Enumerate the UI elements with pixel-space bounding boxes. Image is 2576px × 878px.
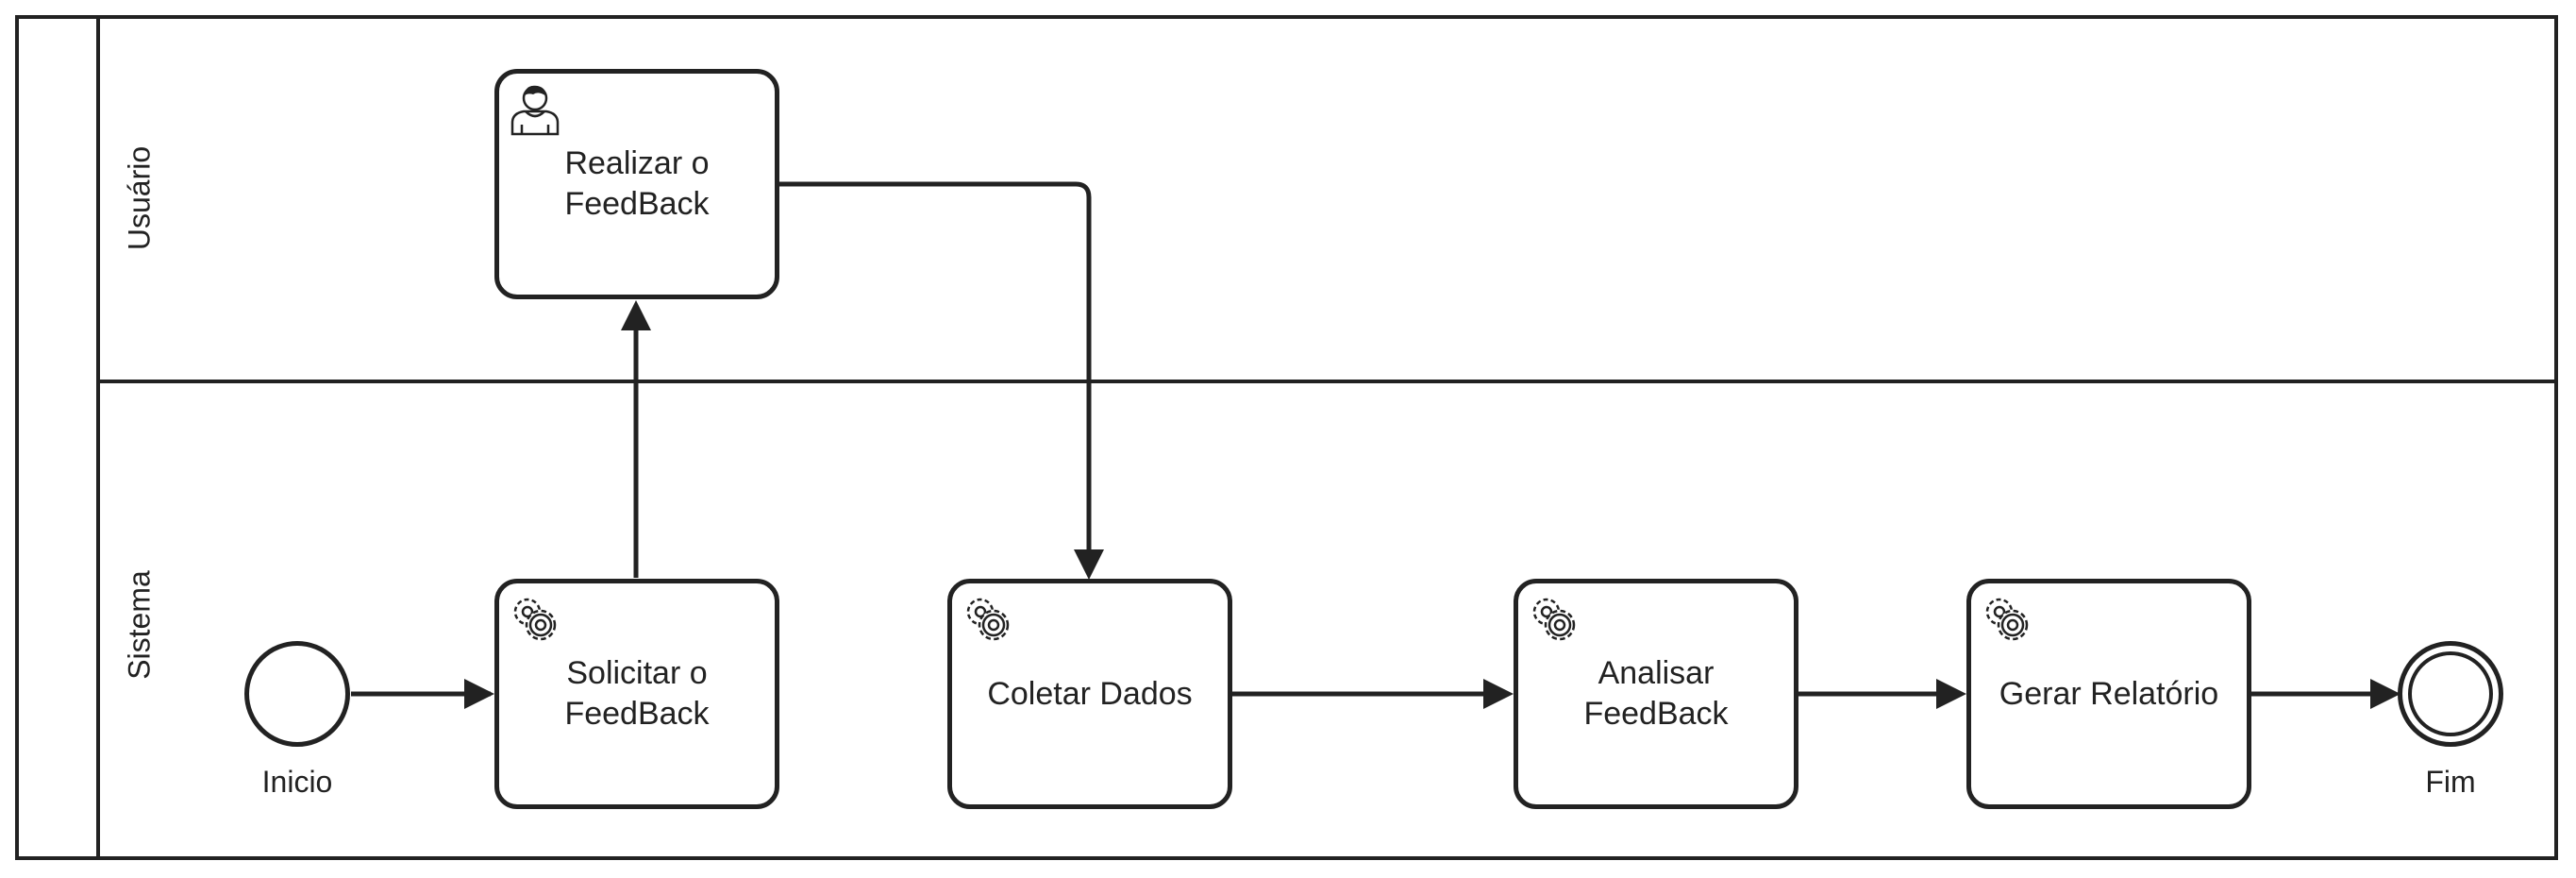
end-event-inner-ring [2408,651,2493,736]
gear-icon [513,598,557,641]
task-label: Gerar Relatório [1999,675,2219,712]
user-icon [510,85,560,136]
arrowhead [2370,679,2400,709]
end-event-label: Fim [2425,765,2476,799]
arrowhead [1483,679,1514,709]
gear-icon [1985,598,2029,641]
arrowhead [621,300,651,330]
start-event-label: Inicio [261,765,333,799]
pool-header [15,15,100,860]
task-label: Analisar FeedBack [1583,655,1729,732]
task-coletar-dados[interactable]: Coletar Dados [947,579,1232,809]
lane-divider [98,380,2558,383]
task-label: Coletar Dados [987,675,1193,712]
task-analisar-feedback[interactable]: Analisar FeedBack [1514,579,1798,809]
task-label: Solicitar o FeedBack [564,655,710,732]
arrowhead [1074,549,1104,580]
arrowhead [464,679,494,709]
arrowhead [1936,679,1966,709]
gear-icon [1532,598,1576,641]
task-gerar-relatorio[interactable]: Gerar Relatório [1966,579,2251,809]
pool [15,15,2558,860]
flow-realizar-to-coletar [779,181,1092,549]
task-solicitar-feedback[interactable]: Solicitar o FeedBack [494,579,779,809]
start-event[interactable] [244,641,350,747]
task-realizar-feedback[interactable]: Realizar o FeedBack [494,69,779,299]
gear-icon [966,598,1010,641]
task-label: Realizar o FeedBack [564,145,710,222]
end-event[interactable] [2398,641,2503,747]
